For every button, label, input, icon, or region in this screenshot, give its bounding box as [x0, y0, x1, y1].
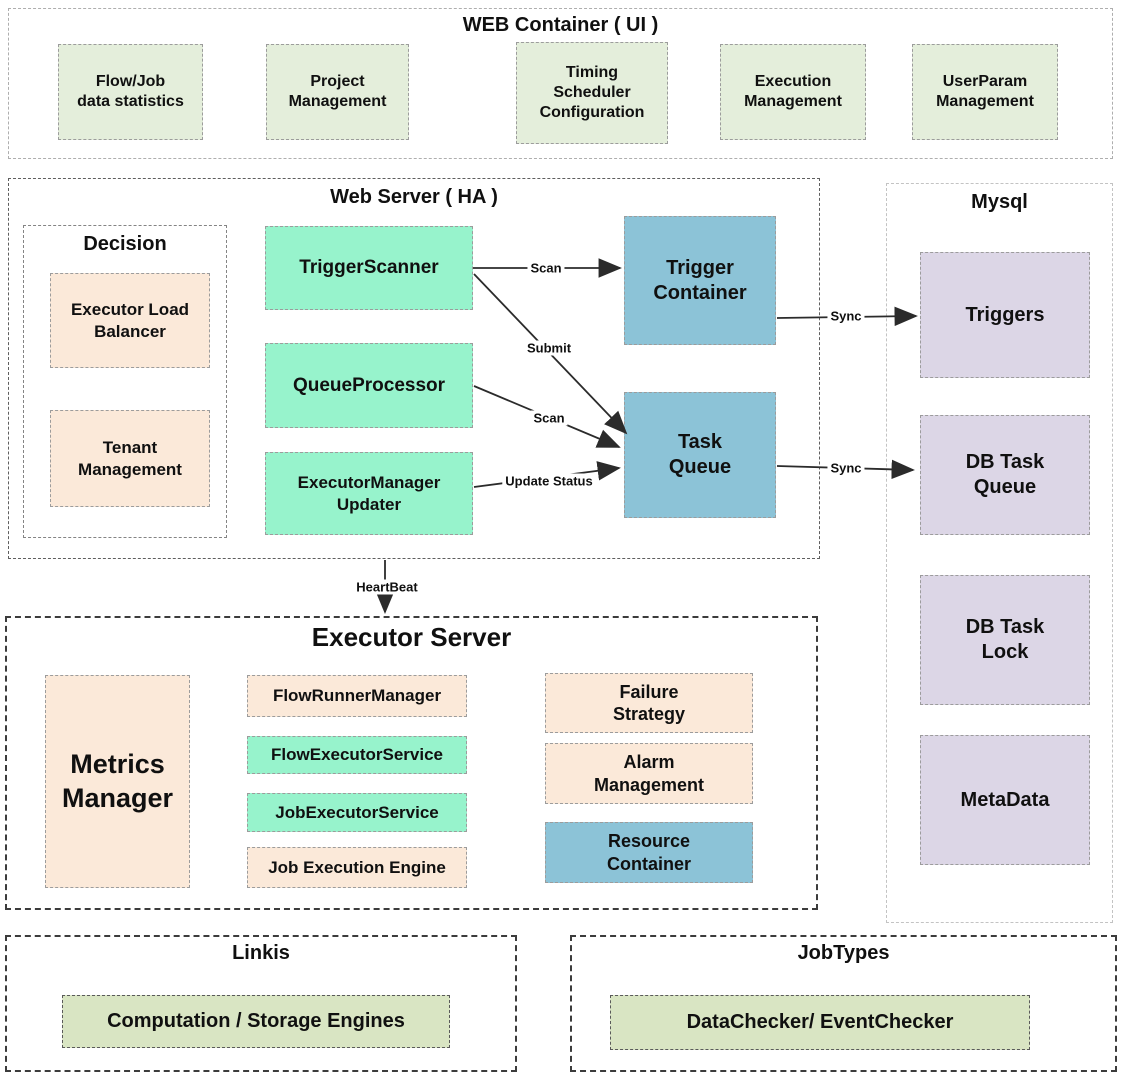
queue-task-queue: Task Queue — [624, 392, 776, 518]
module-flow-job-data-statistics: Flow/Job data statistics — [58, 44, 203, 140]
module-datachecker-eventchecker: DataChecker/ EventChecker — [610, 995, 1030, 1050]
queue-trigger-container: Trigger Container — [624, 216, 776, 345]
module-executor-load-balancer: Executor Load Balancer — [50, 273, 210, 368]
decision-title: Decision — [83, 233, 167, 255]
arrow-label-sync-2: Sync — [827, 460, 865, 476]
module-tenant-management: Tenant Management — [50, 410, 210, 507]
service-flow-executor-service: FlowExecutorService — [247, 736, 467, 774]
arrow-label-update-status: Update Status — [502, 473, 596, 489]
module-execution-management: Execution Management — [720, 44, 866, 140]
module-job-execution-engine: Job Execution Engine — [247, 847, 467, 888]
module-timing-scheduler-configuration: Timing Scheduler Configuration — [516, 42, 668, 144]
service-job-executor-service: JobExecutorService — [247, 793, 467, 832]
module-computation-storage-engines: Computation / Storage Engines — [62, 995, 450, 1048]
module-flow-runner-manager: FlowRunnerManager — [247, 675, 467, 717]
mysql-title: Mysql — [971, 191, 1028, 213]
executor-server-title: Executor Server — [311, 622, 512, 652]
arrow-label-scan-2: Scan — [530, 410, 568, 426]
web-server-title: Web Server ( HA ) — [330, 186, 498, 208]
table-db-task-lock: DB Task Lock — [920, 575, 1090, 705]
module-resource-container: Resource Container — [545, 822, 753, 883]
arrow-label-scan-1: Scan — [527, 260, 565, 276]
arrow-label-submit: Submit — [523, 340, 575, 356]
table-metadata: MetaData — [920, 735, 1090, 865]
table-db-task-queue: DB Task Queue — [920, 415, 1090, 535]
service-executor-manager-updater: ExecutorManager Updater — [265, 452, 473, 535]
table-triggers: Triggers — [920, 252, 1090, 378]
module-alarm-management: Alarm Management — [545, 743, 753, 804]
service-trigger-scanner: TriggerScanner — [265, 226, 473, 310]
linkis-title: Linkis — [232, 942, 290, 964]
module-metrics-manager: Metrics Manager — [45, 675, 190, 888]
web-container-title: WEB Container ( UI ) — [462, 14, 659, 36]
service-queue-processor: QueueProcessor — [265, 343, 473, 428]
arrow-label-sync-1: Sync — [827, 308, 865, 324]
module-project-management: Project Management — [266, 44, 409, 140]
module-userparam-management: UserParam Management — [912, 44, 1058, 140]
arrow-label-heartbeat: HeartBeat — [353, 579, 421, 595]
jobtypes-title: JobTypes — [797, 942, 890, 964]
module-failure-strategy: Failure Strategy — [545, 673, 753, 733]
